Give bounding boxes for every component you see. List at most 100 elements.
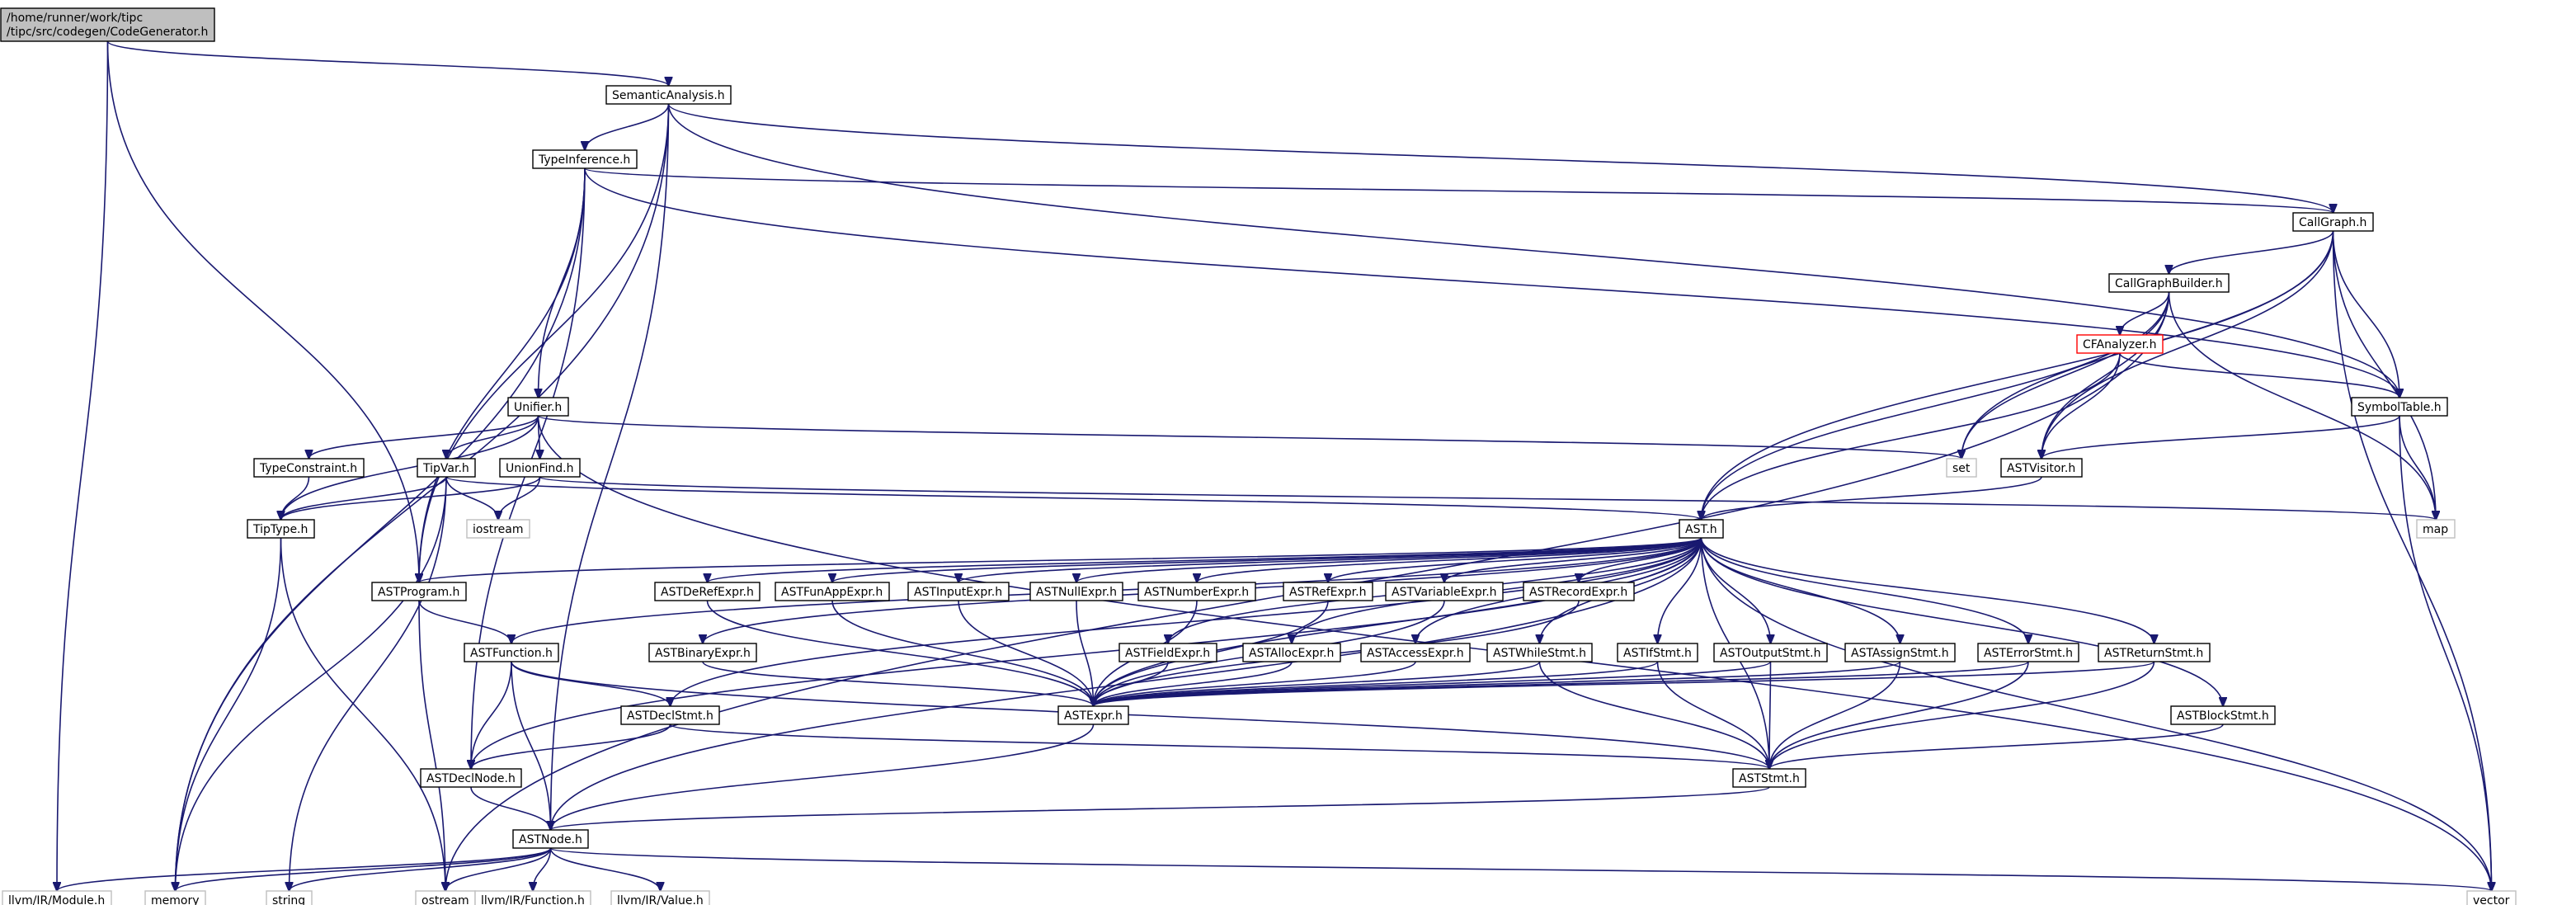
node-box xyxy=(2351,397,2448,417)
node-astif[interactable]: ASTIfStmt.h xyxy=(1617,643,1698,662)
node-astnull[interactable]: ASTNullExpr.h xyxy=(1029,582,1123,601)
edge-tipvar-memory xyxy=(176,476,447,891)
edge-astif-aststmt xyxy=(1656,661,1770,769)
edge-aststmt-astnode xyxy=(551,786,1770,830)
node-typecons[interactable]: TypeConstraint.h xyxy=(253,458,365,478)
node-unionfind[interactable]: UnionFind.h xyxy=(499,458,581,478)
node-astref[interactable]: ASTRefExpr.h xyxy=(1283,582,1373,601)
node-box xyxy=(907,582,1010,601)
node-label: TipType.h xyxy=(252,523,308,536)
node-label: ASTFunction.h xyxy=(470,647,553,660)
node-set: set xyxy=(1946,458,1977,478)
node-callgraph[interactable]: CallGraph.h xyxy=(2292,212,2374,232)
node-box xyxy=(474,890,591,905)
node-astfunapp[interactable]: ASTFunAppExpr.h xyxy=(775,582,890,601)
node-box xyxy=(1029,582,1123,601)
node-astfield[interactable]: ASTFieldExpr.h xyxy=(1118,643,1217,662)
node-llvmfunction: llvm/IR/Function.h xyxy=(474,890,591,905)
edge-callgraph-vector xyxy=(2332,230,2492,891)
node-tiptype[interactable]: TipType.h xyxy=(247,519,315,539)
node-box xyxy=(1118,643,1217,662)
node-astoutput[interactable]: ASTOutputStmt.h xyxy=(1713,643,1828,662)
node-label: /tipc/src/codegen/CodeGenerator.h xyxy=(7,26,208,39)
edge-ast-astif xyxy=(1658,537,1702,643)
node-astnumber[interactable]: ASTNumberExpr.h xyxy=(1137,582,1256,601)
node-astreturn[interactable]: ASTReturnStmt.h xyxy=(2098,643,2211,662)
edge-unionfind-iostream xyxy=(498,476,541,520)
node-label: memory xyxy=(151,894,200,905)
node-astbinary[interactable]: ASTBinaryExpr.h xyxy=(648,643,757,662)
node-box xyxy=(1360,643,1471,662)
node-label: ASTOutputStmt.h xyxy=(1720,647,1820,660)
node-astinput[interactable]: ASTInputExpr.h xyxy=(907,582,1010,601)
node-astvariable[interactable]: ASTVariableExpr.h xyxy=(1385,582,1504,601)
node-tipvar[interactable]: TipVar.h xyxy=(417,458,476,478)
node-astprogram[interactable]: ASTProgram.h xyxy=(371,582,467,601)
edge-unionfind-map xyxy=(539,476,2437,520)
edge-unifier-set xyxy=(537,415,1962,459)
node-astdeclnode[interactable]: ASTDeclNode.h xyxy=(420,768,522,788)
node-label: ASTAllocExpr.h xyxy=(1249,647,1334,660)
node-box xyxy=(2416,519,2456,539)
node-astfunction[interactable]: ASTFunction.h xyxy=(464,643,559,662)
edge-ast-asterror xyxy=(1700,537,2029,643)
node-astdeclstmt[interactable]: ASTDeclStmt.h xyxy=(620,705,720,725)
node-aststmt[interactable]: ASTStmt.h xyxy=(1732,768,1806,788)
edge-typeinf-memory xyxy=(176,167,586,891)
edge-astinput-astexpr xyxy=(958,600,1094,706)
node-label: ASTFunAppExpr.h xyxy=(781,586,883,599)
edge-astfunapp-astexpr xyxy=(831,600,1094,706)
edge-cgbuilder-astvisitor xyxy=(2041,291,2170,459)
node-label: string xyxy=(272,894,305,905)
node-astexpr[interactable]: ASTExpr.h xyxy=(1057,705,1129,725)
node-typeinf[interactable]: TypeInference.h xyxy=(532,149,638,169)
node-cgbuilder[interactable]: CallGraphBuilder.h xyxy=(2108,273,2230,293)
node-astaccess[interactable]: ASTAccessExpr.h xyxy=(1360,643,1471,662)
node-label: ASTBinaryExpr.h xyxy=(655,647,751,660)
node-astderef[interactable]: ASTDeRefExpr.h xyxy=(654,582,761,601)
node-astblock[interactable]: ASTBlockStmt.h xyxy=(2170,705,2276,725)
node-label: llvm/IR/Value.h xyxy=(617,894,704,905)
edge-astassign-astexpr xyxy=(1094,661,1901,706)
node-llvmvalue: llvm/IR/Value.h xyxy=(610,890,710,905)
node-astalloc[interactable]: ASTAllocExpr.h xyxy=(1242,643,1341,662)
node-astrecord[interactable]: ASTRecordExpr.h xyxy=(1523,582,1635,601)
node-box xyxy=(371,582,467,601)
node-astwhile[interactable]: ASTWhileStmt.h xyxy=(1486,643,1593,662)
node-box xyxy=(1385,582,1504,601)
edge-astbinary-astexpr xyxy=(702,661,1094,706)
node-label: llvm/IR/Function.h xyxy=(481,894,585,905)
node-semantic[interactable]: SemanticAnalysis.h xyxy=(605,85,732,105)
node-asterror[interactable]: ASTErrorStmt.h xyxy=(1977,643,2079,662)
node-astvisitor[interactable]: ASTVisitor.h xyxy=(2000,458,2083,478)
edge-astfunction-aststmt xyxy=(511,661,1769,769)
node-iostream: iostream xyxy=(466,519,530,539)
node-box xyxy=(532,149,638,169)
edge-astnode-llvmmodule xyxy=(57,847,552,891)
node-box xyxy=(1283,582,1373,601)
node-unifier[interactable]: Unifier.h xyxy=(507,397,569,417)
node-astnode[interactable]: ASTNode.h xyxy=(512,829,589,849)
node-cfanalyzer[interactable]: CFAnalyzer.h xyxy=(2076,334,2164,354)
node-box xyxy=(620,705,720,725)
node-map: map xyxy=(2416,519,2456,539)
node-label: map xyxy=(2423,523,2448,536)
edge-cfanalyzer-astvisitor xyxy=(2041,352,2121,459)
edge-semantic-astnode xyxy=(551,103,670,830)
edge-astnode-ostream xyxy=(445,847,552,891)
node-symtab[interactable]: SymbolTable.h xyxy=(2351,397,2448,417)
node-label: ASTVariableExpr.h xyxy=(1392,586,1497,599)
edge-astprogram-ostream xyxy=(418,600,445,891)
node-ast[interactable]: AST.h xyxy=(1679,519,1724,539)
node-label: /home/runner/work/tipc xyxy=(7,12,143,25)
edge-ast-astassign xyxy=(1700,537,1900,643)
edge-astderef-astexpr xyxy=(706,600,1094,706)
edge-astreturn-aststmt xyxy=(1769,661,2155,769)
node-box xyxy=(1977,643,2079,662)
node-codegen[interactable]: /home/runner/work/tipc/tipc/src/codegen/… xyxy=(0,7,215,42)
node-label: ASTNumberExpr.h xyxy=(1144,586,1249,599)
node-label: ASTNullExpr.h xyxy=(1036,586,1117,599)
edge-ast-astreturn xyxy=(1700,537,2155,643)
node-astassign[interactable]: ASTAssignStmt.h xyxy=(1844,643,1956,662)
node-label: ASTDeclStmt.h xyxy=(627,709,713,723)
